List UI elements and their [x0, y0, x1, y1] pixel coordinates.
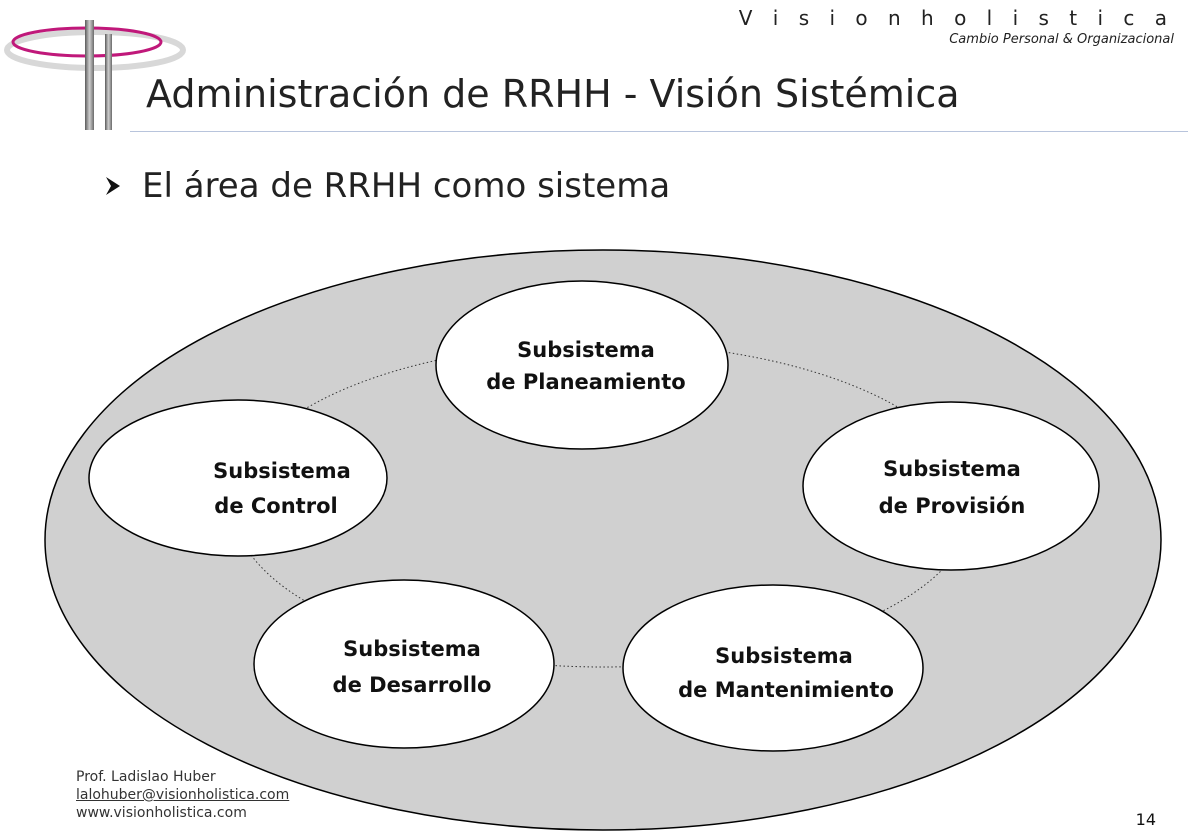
brand-block: V i s i o n h o l i s t i c a Cambio Per… — [739, 6, 1174, 47]
visionholistica-logo — [4, 20, 186, 130]
brand-tagline: Cambio Personal & Organizacional — [949, 32, 1174, 47]
node-planeamiento-line1: Subsistema — [517, 338, 655, 362]
node-planeamiento-line2: de Planeamiento — [486, 370, 685, 394]
node-control-line1: Subsistema — [213, 459, 351, 483]
node-provision-line2: de Provisión — [879, 494, 1026, 518]
node-provision: Subsistema de Provisión — [802, 401, 1100, 571]
node-mantenimiento: Subsistema de Mantenimiento — [622, 584, 924, 752]
node-control: Subsistema de Control — [88, 399, 388, 557]
footer-email-link[interactable]: lalohuber@visionholistica.com — [76, 787, 290, 803]
node-desarrollo: Subsistema de Desarrollo — [253, 579, 555, 749]
page-number: 14 — [1135, 810, 1156, 829]
title-divider — [130, 131, 1188, 132]
node-control-line2: de Control — [214, 494, 337, 518]
bullet-text: El área de RRHH como sistema — [142, 166, 671, 206]
footer-block: Prof. Ladislao Huber lalohuber@visionhol… — [76, 768, 289, 822]
slide-title: Administración de RRHH - Visión Sistémic… — [146, 72, 960, 116]
node-desarrollo-line1: Subsistema — [343, 637, 481, 661]
node-provision-line1: Subsistema — [883, 457, 1021, 481]
node-planeamiento: Subsistema de Planeamiento — [435, 280, 729, 450]
node-desarrollo-line2: de Desarrollo — [333, 673, 492, 697]
footer-website: www.visionholistica.com — [76, 805, 247, 821]
arrow-bullet-icon — [104, 175, 124, 197]
footer-author: Prof. Ladislao Huber — [76, 769, 216, 785]
brand-name: V i s i o n h o l i s t i c a — [738, 6, 1174, 30]
node-mantenimiento-line2: de Mantenimiento — [678, 678, 894, 702]
bullet-item: El área de RRHH como sistema — [104, 166, 670, 206]
node-mantenimiento-line1: Subsistema — [715, 644, 853, 668]
